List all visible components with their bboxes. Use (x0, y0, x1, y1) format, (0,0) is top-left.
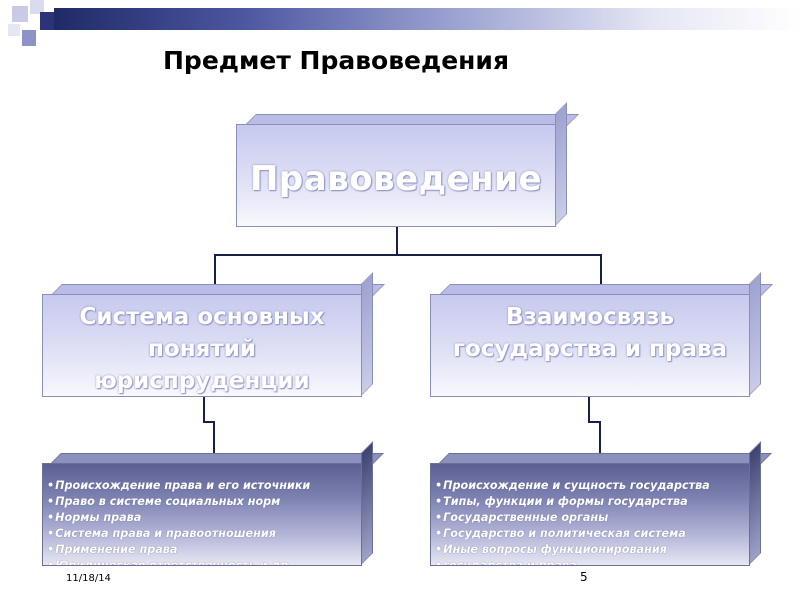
connector-left-down (214, 254, 216, 284)
right-box-side (749, 272, 761, 396)
left-topic-list: Происхождение права и его источники Прав… (42, 463, 362, 566)
root-box-side (555, 102, 567, 226)
root-box: Правоведение (236, 124, 556, 227)
right-topic-list: Происхождение и сущность государства Тип… (430, 463, 750, 566)
right-branch-label: Взаимосвязь государства и права (452, 304, 728, 362)
connector-left-list-v2 (213, 421, 215, 453)
right-list-side (749, 441, 761, 565)
connector-right-list-h (588, 421, 601, 423)
list-item: Государственные органы (435, 510, 749, 526)
list-item: Применение права (47, 542, 361, 558)
header-square-2 (30, 0, 44, 14)
list-item: Система права и правоотношения (47, 526, 361, 542)
header-square-1 (12, 6, 28, 22)
connector-horizontal (214, 254, 602, 256)
left-branch-box: Система основных понятий юриспруденции (42, 294, 362, 397)
connector-root-down (396, 226, 398, 255)
left-list-side (361, 441, 373, 565)
connector-left-list-v1 (203, 396, 205, 423)
list-item: Происхождение и сущность государства (435, 478, 749, 494)
left-branch-label: Система основных понятий юриспруденции (79, 304, 325, 394)
header-square-4 (22, 30, 36, 46)
list-item: Нормы права (47, 510, 361, 526)
list-item: Государство и политическая система (435, 526, 749, 542)
right-branch-box: Взаимосвязь государства и права (430, 294, 750, 397)
connector-right-list-v2 (599, 421, 601, 453)
list-item: Юридическая ответственность и др. (47, 558, 361, 565)
page-number: 5 (580, 570, 588, 584)
list-item: Иные вопросы функционирования (435, 542, 749, 558)
connector-left-list-h (203, 421, 215, 423)
list-item: Право в системе социальных норм (47, 494, 361, 510)
list-item: Типы, функции и формы государства (435, 494, 749, 510)
connector-right-down (600, 254, 602, 284)
slide-title: Предмет Правоведения (163, 46, 509, 75)
header-square-5 (8, 24, 20, 36)
list-item: государства и права (435, 558, 749, 565)
footer-date: 11/18/14 (66, 573, 111, 584)
left-box-side (361, 272, 373, 396)
connector-right-list-v1 (588, 396, 590, 423)
root-label: Правоведение (249, 159, 543, 199)
list-item: Происхождение права и его источники (47, 478, 361, 494)
header-square-3 (40, 12, 54, 30)
header-bar (54, 8, 800, 30)
